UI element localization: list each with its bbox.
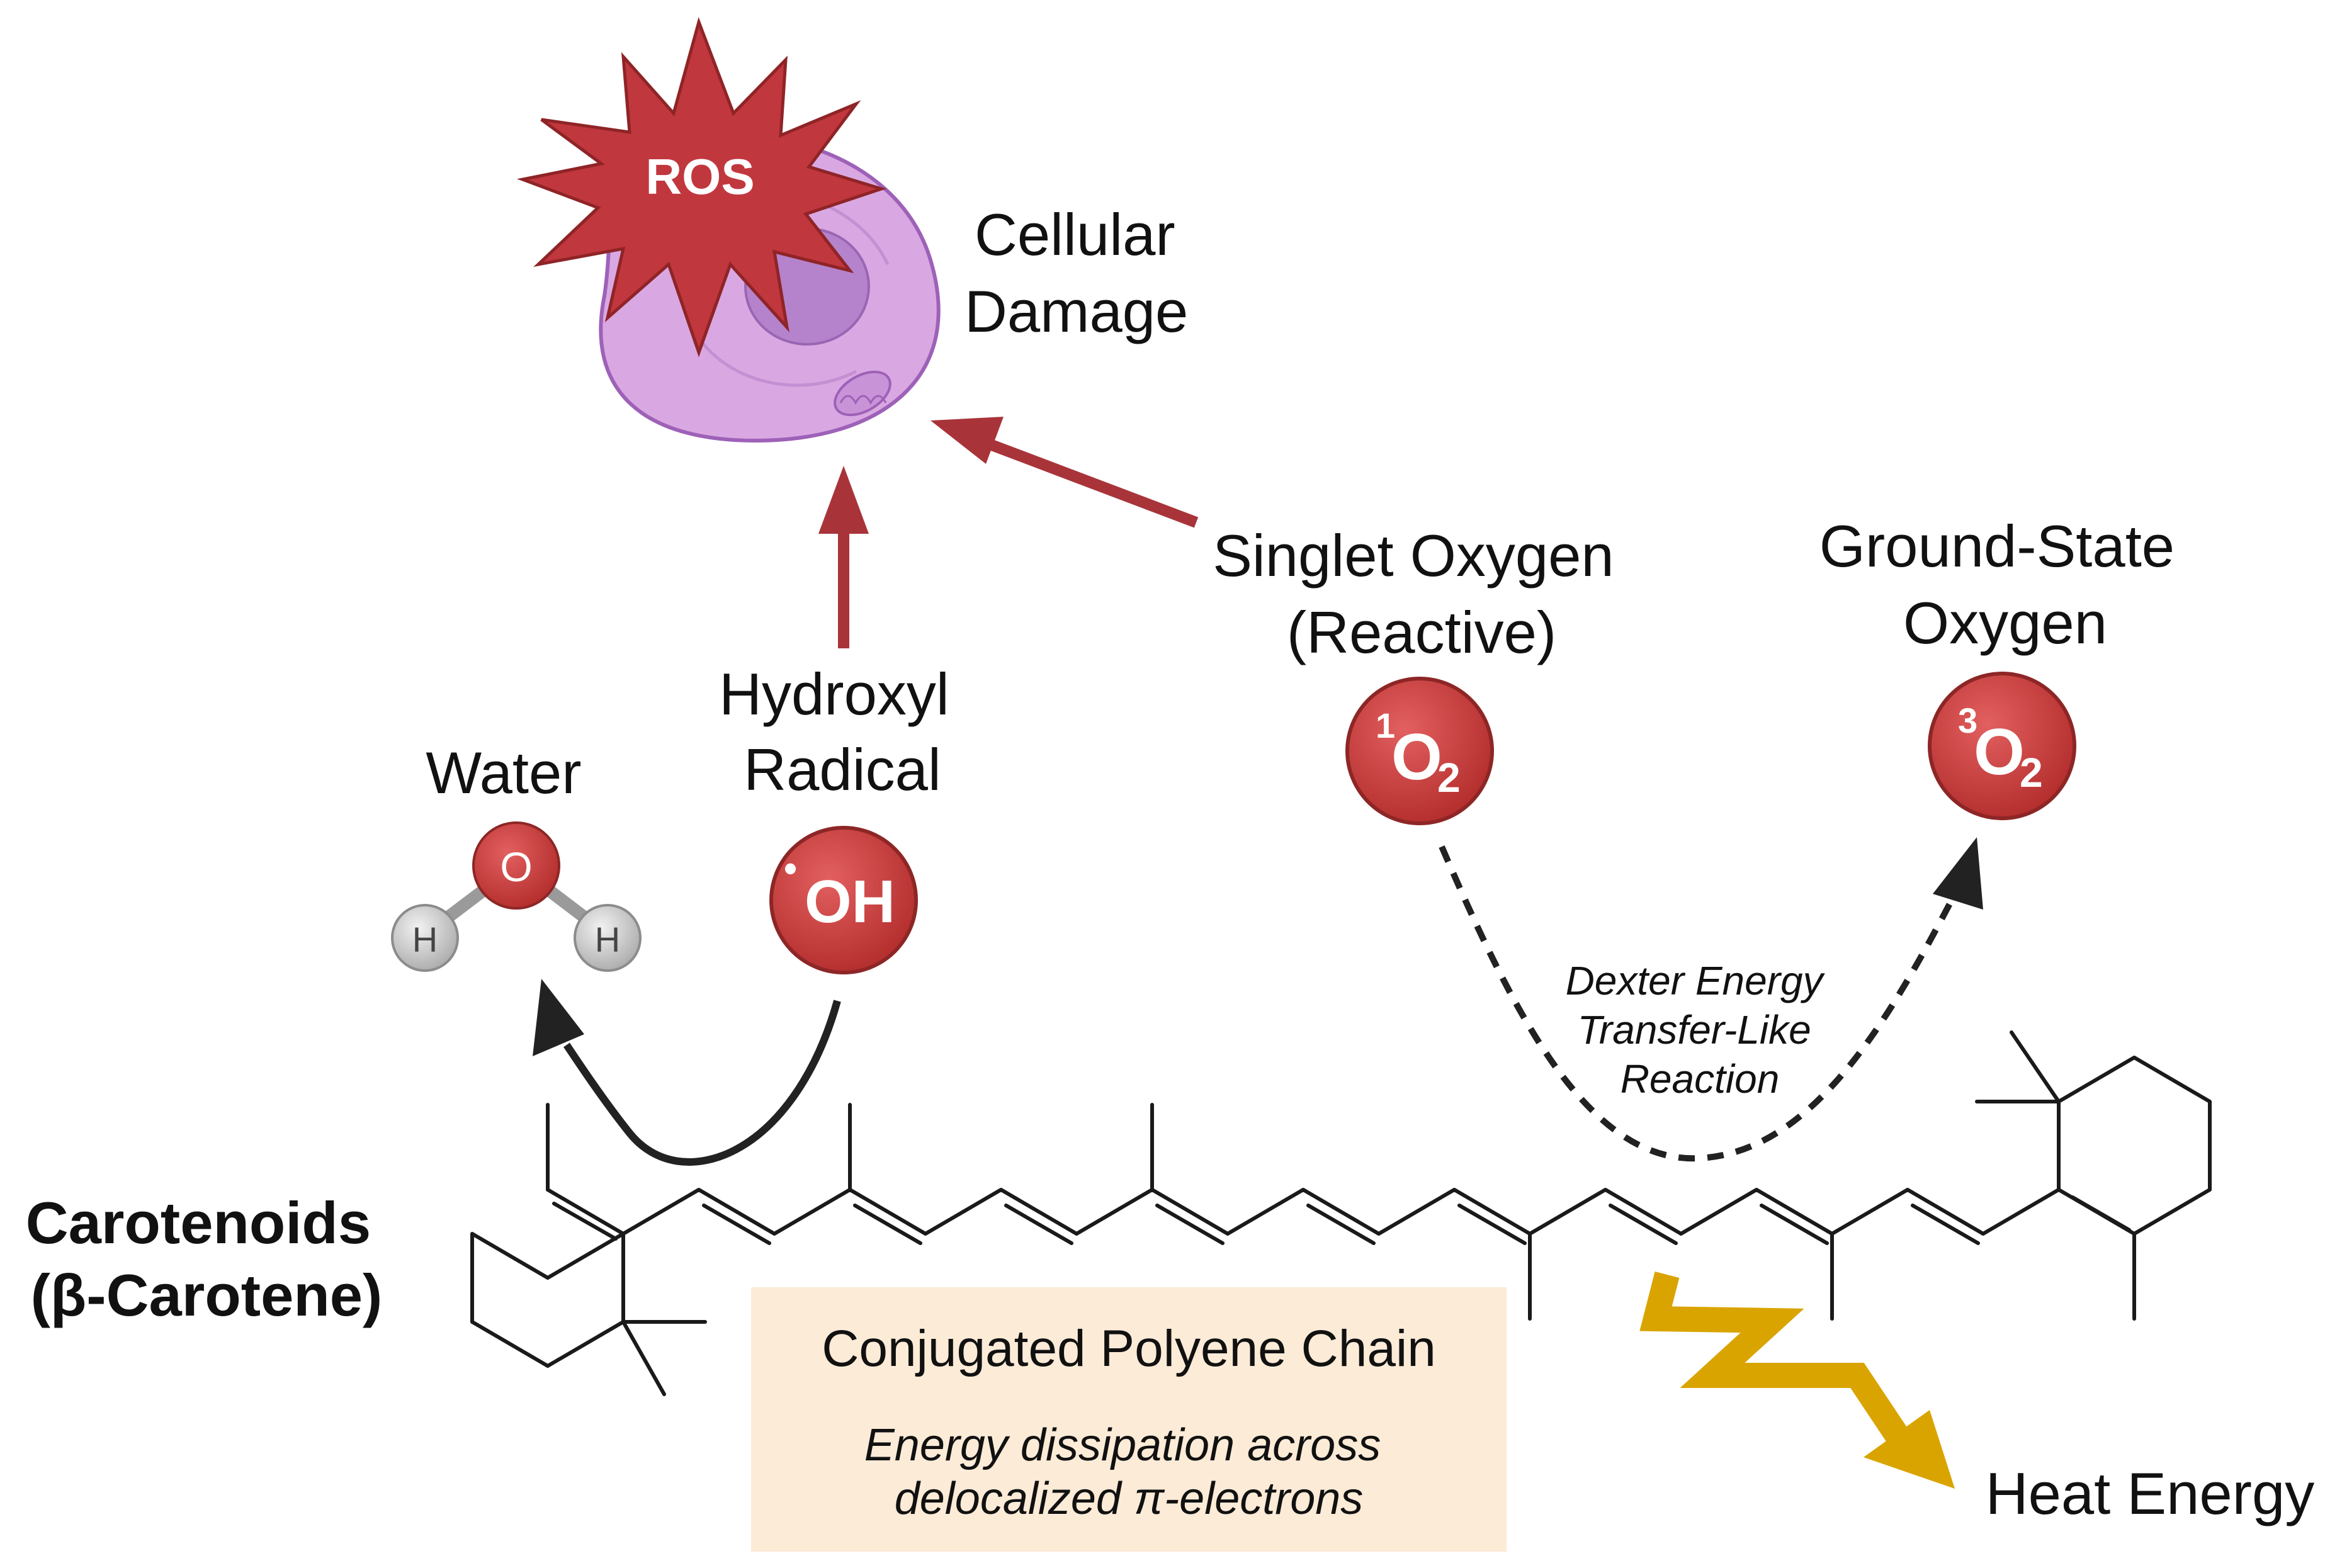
polyene-description: Energy dissipation across delocalized π-… — [864, 1420, 1393, 1524]
hydroxyl-radical-label: Hydroxyl Radical — [719, 661, 966, 803]
hydroxyl-radical-molecule: • OH — [769, 826, 918, 974]
beta-carotene-structure — [470, 1030, 2212, 1396]
cellular-damage-label: Cellular Damage — [965, 201, 1192, 344]
ground-state-oxygen-label: Ground-State Oxygen — [1819, 513, 2191, 656]
water-label: Water — [426, 740, 581, 806]
svg-text:2: 2 — [2020, 749, 2043, 796]
svg-text:3: 3 — [1958, 701, 1977, 740]
singlet-oxygen-molecule: 1 O 2 — [1345, 677, 1494, 825]
dexter-label: Dexter Energy Transfer-Like Reaction — [1566, 958, 1835, 1102]
svg-text:•: • — [784, 847, 797, 889]
dexter-energy-transfer-arrow — [1439, 837, 1983, 1162]
polyene-info-box: Conjugated Polyene Chain Energy dissipat… — [751, 1287, 1507, 1552]
heat-energy-arrow — [1639, 1272, 1955, 1489]
heat-energy-label: Heat Energy — [1986, 1460, 2315, 1526]
svg-text:1: 1 — [1376, 706, 1395, 745]
singlet-to-cell-arrow — [931, 417, 1199, 528]
water-molecule: O H H — [391, 821, 642, 972]
svg-text:O: O — [1974, 716, 2025, 789]
svg-text:H: H — [412, 920, 438, 959]
svg-text:OH: OH — [805, 868, 895, 935]
carotenoids-label: Carotenoids (β-Carotene) — [26, 1190, 388, 1328]
ground-state-oxygen-molecule: 3 O 2 — [1928, 672, 2076, 820]
svg-text:2: 2 — [1437, 754, 1461, 801]
svg-text:O: O — [1391, 721, 1442, 794]
hydroxyl-to-water-arrow — [533, 979, 841, 1166]
ros-label: ROS — [645, 149, 754, 205]
svg-text:H: H — [595, 920, 620, 959]
svg-text:O: O — [500, 843, 532, 890]
singlet-oxygen-label: Singlet Oxygen (Reactive) — [1213, 522, 1631, 665]
hydroxyl-to-cell-arrow — [818, 466, 869, 648]
ros-burst-icon: ROS — [516, 16, 887, 358]
polyene-title: Conjugated Polyene Chain — [822, 1320, 1436, 1377]
